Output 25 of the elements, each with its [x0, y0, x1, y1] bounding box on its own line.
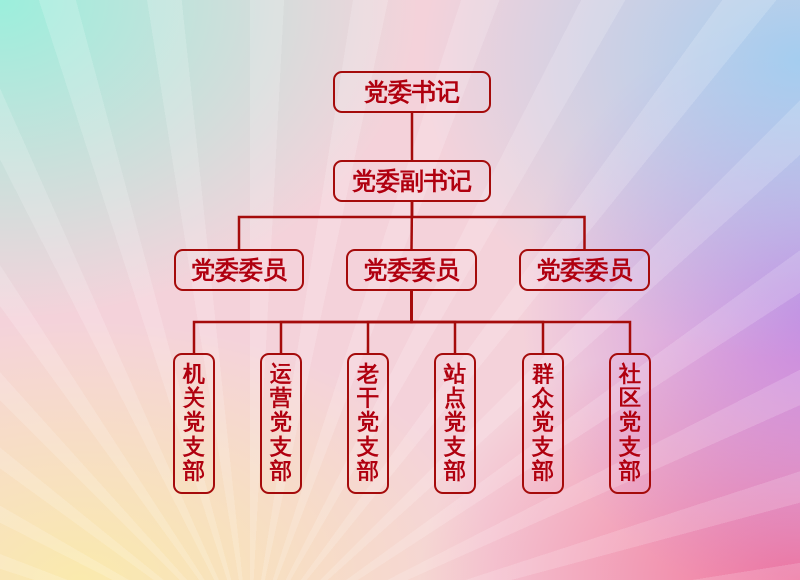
box-label: 党委书记: [364, 78, 460, 106]
branch-box: [609, 353, 651, 494]
box-label: 老干党支部: [357, 363, 379, 484]
box-label: 社区党支部: [619, 363, 641, 484]
position-box: [519, 249, 650, 291]
box-label: 群众党支部: [532, 363, 554, 484]
position-box: [333, 71, 491, 113]
box-label: 党委委员: [364, 256, 460, 284]
connector-line: [410, 202, 414, 250]
branch-box: [522, 353, 564, 494]
branch-box: [173, 353, 215, 494]
branch-box: [347, 353, 389, 494]
box-label: 站点党支部: [444, 363, 466, 484]
box-label: 党委委员: [191, 256, 287, 284]
branch-box: [260, 353, 302, 494]
box-label: 党委副书记: [352, 166, 472, 196]
connector-line: [410, 113, 414, 160]
box-label: 党委委员: [536, 256, 632, 284]
position-box: [333, 160, 491, 202]
position-box: [346, 249, 477, 291]
branch-box: [434, 353, 476, 494]
connector-line: [410, 202, 586, 249]
position-box: [174, 249, 304, 291]
box-label: 机关党支部: [183, 363, 205, 484]
box-label: 运营党支部: [270, 363, 292, 484]
